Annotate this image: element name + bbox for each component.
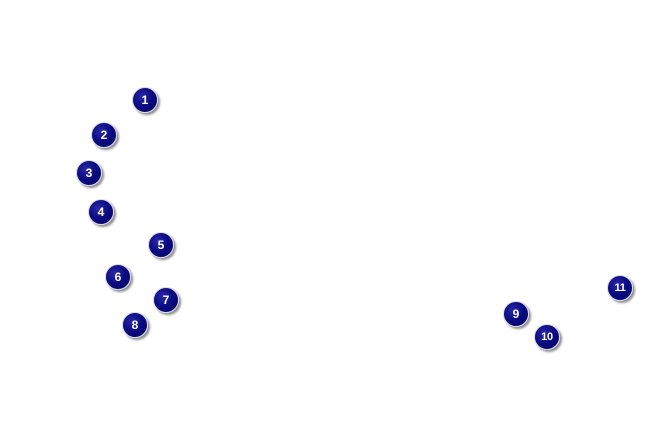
location-marker-9[interactable]: 9 [503, 301, 529, 327]
location-marker-11[interactable]: 11 [607, 275, 633, 301]
location-marker-5[interactable]: 5 [148, 232, 174, 258]
location-marker-3[interactable]: 3 [76, 160, 102, 186]
location-marker-2[interactable]: 2 [91, 122, 117, 148]
location-marker-4[interactable]: 4 [88, 199, 114, 225]
location-marker-6[interactable]: 6 [105, 264, 131, 290]
location-marker-10[interactable]: 10 [534, 324, 560, 350]
location-marker-7[interactable]: 7 [153, 287, 179, 313]
location-marker-1[interactable]: 1 [132, 87, 158, 113]
location-marker-8[interactable]: 8 [122, 312, 148, 338]
